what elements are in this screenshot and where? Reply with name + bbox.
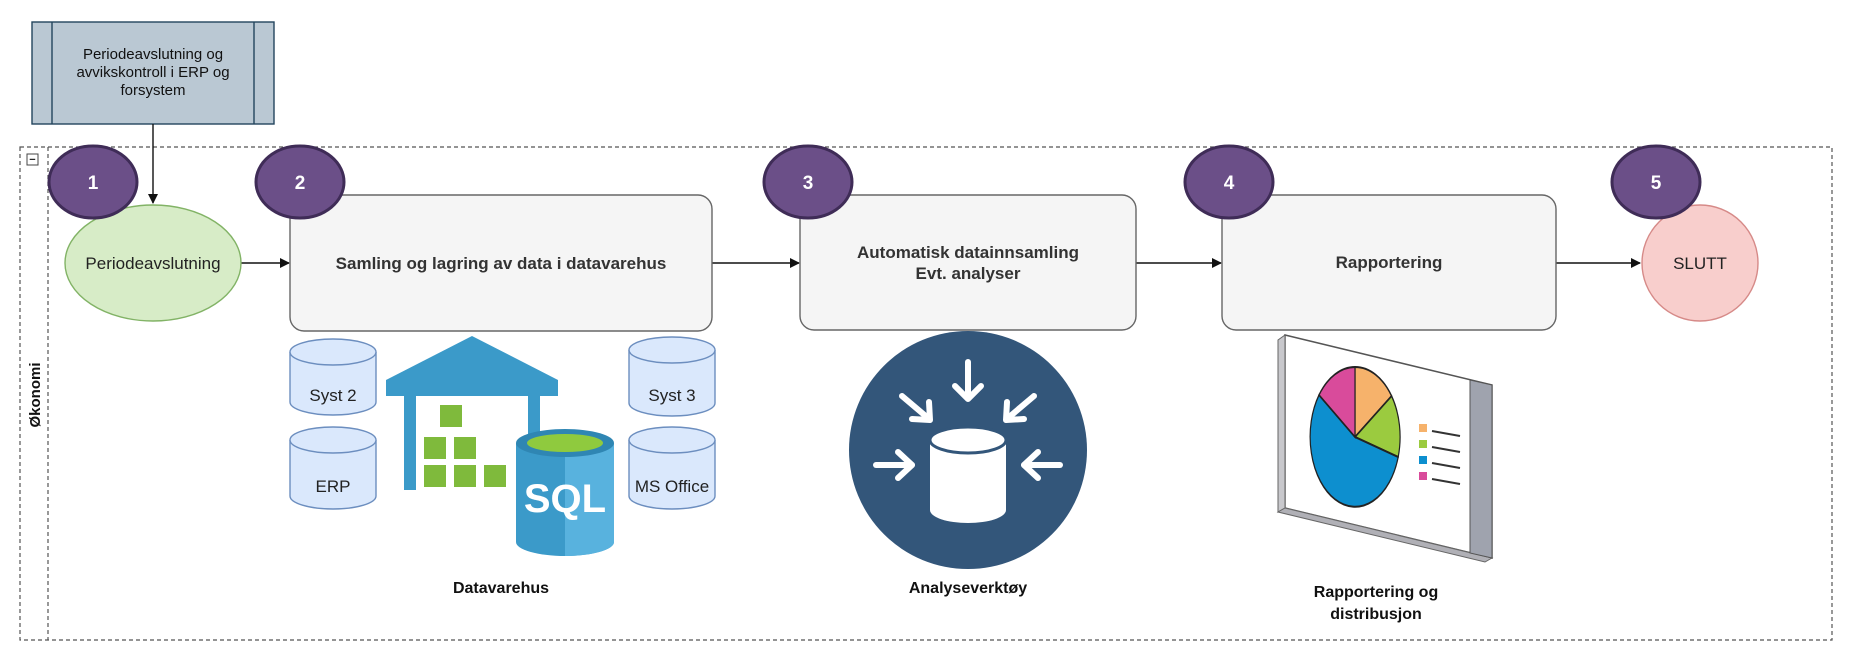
caption-datavarehus: Datavarehus <box>453 580 549 597</box>
collapse-glyph: − <box>29 154 35 166</box>
process-box-line-2: avvikskontroll i ERP og <box>76 64 229 81</box>
database-label: Syst 2 <box>309 386 356 405</box>
step-badge-number: 2 <box>295 173 306 194</box>
step-badge-3: 3 <box>762 144 854 220</box>
sql-database-icon: SQL <box>516 429 614 556</box>
auto-collect-box[interactable]: Automatisk datainnsamling Evt. analyser <box>799 194 1137 331</box>
reporting-label: Rapportering <box>1336 253 1443 272</box>
pool-label: Økonomi <box>27 362 44 427</box>
reporting-box[interactable]: Rapportering <box>1221 194 1557 331</box>
database-label: Syst 3 <box>648 386 695 405</box>
database-syst2: Syst 2 <box>289 338 377 416</box>
collect-data-box[interactable]: Samling og lagring av data i datavarehus <box>289 194 713 332</box>
database-syst3: Syst 3 <box>628 336 716 417</box>
data-ingestion-icon <box>849 331 1087 569</box>
step-badge-number: 3 <box>803 173 814 194</box>
start-node-label: Periodeavslutning <box>85 254 220 273</box>
auto-collect-line-1: Automatisk datainnsamling <box>857 243 1079 262</box>
start-node[interactable]: Periodeavslutning <box>64 204 242 322</box>
sql-text: SQL <box>524 477 606 521</box>
caption-rapportering-line-2: distribusjon <box>1330 606 1422 623</box>
pool-collapse-toggle[interactable]: − <box>26 153 39 166</box>
pool-okonomi[interactable] <box>19 146 1833 641</box>
step-badge-5: 5 <box>1610 144 1702 220</box>
database-label: ERP <box>316 477 351 496</box>
step-badge-number: 4 <box>1224 173 1235 194</box>
step-badge-2: 2 <box>254 144 346 220</box>
database-erp: ERP <box>289 426 377 510</box>
period-close-process-box[interactable]: Periodeavslutning og avvikskontroll i ER… <box>31 21 275 125</box>
process-box-line-3: forsystem <box>120 82 185 99</box>
end-node[interactable]: SLUTT <box>1641 204 1759 322</box>
caption-analyseverktoy: Analyseverktøy <box>909 580 1027 597</box>
pie-chart-board-icon <box>1276 334 1494 563</box>
database-msoffice: MS Office <box>628 426 716 510</box>
step-badge-number: 1 <box>88 173 99 194</box>
collect-data-label: Samling og lagring av data i datavarehus <box>336 254 667 273</box>
database-label: MS Office <box>635 477 709 496</box>
end-node-label: SLUTT <box>1673 254 1727 273</box>
connectors <box>148 124 1641 268</box>
step-badge-4: 4 <box>1183 144 1275 220</box>
step-badge-1: 1 <box>47 144 139 220</box>
auto-collect-line-2: Evt. analyser <box>916 264 1021 283</box>
step-badge-number: 5 <box>1651 173 1662 194</box>
process-box-line-1: Periodeavslutning og <box>83 46 223 63</box>
caption-rapportering-line-1: Rapportering og <box>1314 584 1438 601</box>
